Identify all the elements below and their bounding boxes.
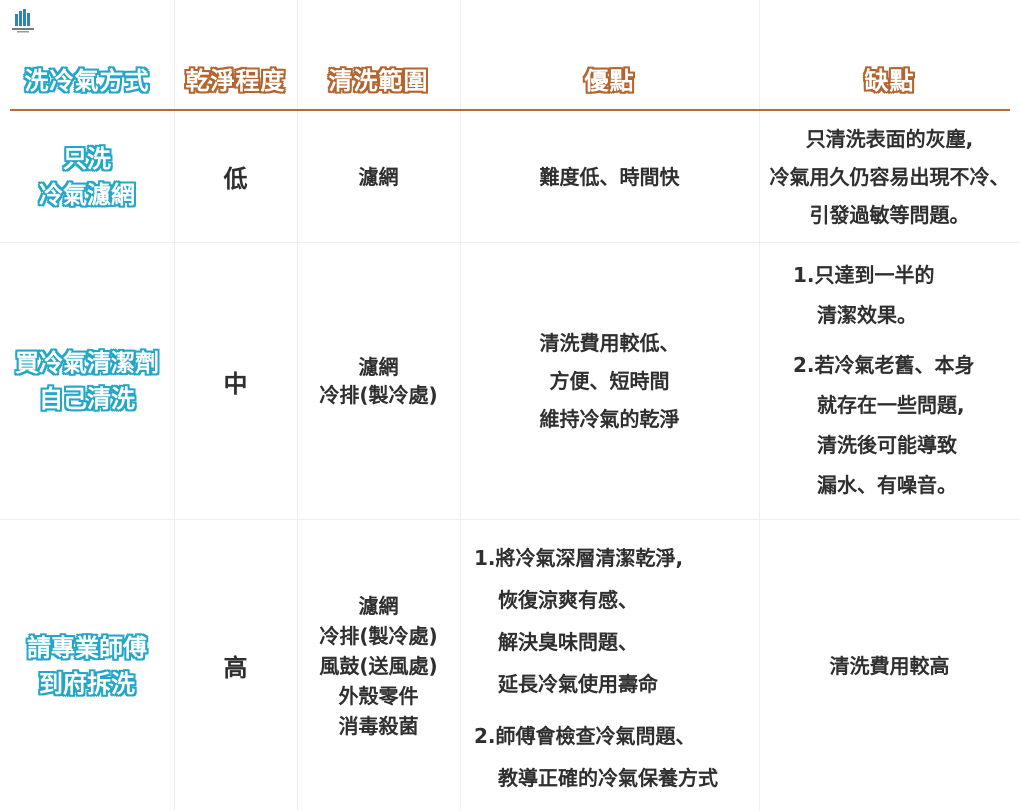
row-divider — [0, 242, 1020, 243]
row-3-pros-item-1: 1.將冷氣深層清潔乾淨, — [474, 546, 684, 570]
row-2-cons-item-1: 1.只達到一半的 — [793, 263, 935, 287]
row-3-pros-item-2: 2.師傅會檢查冷氣問題、 — [474, 724, 696, 748]
column-divider — [759, 0, 760, 811]
row-2-method: 買冷氣清潔劑 自己清洗 — [15, 349, 159, 413]
row-1-cons: 只清洗表面的灰塵, 冷氣用久仍容易出現不冷、 引發過敏等問題。 — [769, 127, 1010, 227]
column-divider — [174, 0, 175, 811]
row-3-level: 高 — [223, 654, 248, 682]
building-logo-icon — [8, 6, 38, 36]
column-divider — [297, 0, 298, 811]
header-rule — [10, 109, 1010, 111]
row-1-pros: 難度低、時間快 — [539, 164, 680, 189]
row-1-scope: 濾網 — [358, 164, 399, 189]
row-divider — [0, 519, 1020, 520]
row-3-pros: 1.將冷氣深層清潔乾淨, 恢復涼爽有感、 解決臭味問題、 延長冷氣使用壽命 2.… — [474, 537, 718, 799]
column-divider — [460, 0, 461, 811]
row-2-scope: 濾網 冷排(製冷處) — [319, 355, 438, 407]
row-1-method: 只洗 冷氣濾網 — [39, 144, 135, 209]
row-3-scope: 濾網 冷排(製冷處) 風鼓(送風處) 外殼零件 消毒殺菌 — [319, 593, 438, 738]
row-2-cons: 1.只達到一半的 清潔效果。 2.若冷氣老舊、本身 就存在一些問題, 清洗後可能… — [793, 255, 975, 505]
row-2-level: 中 — [223, 369, 248, 398]
row-2-pros: 清洗費用較低、 方便、短時間 維持冷氣的乾淨 — [539, 331, 680, 431]
header-cons: 缺點 — [864, 66, 915, 95]
header-pros: 優點 — [584, 66, 635, 95]
row-1-level: 低 — [223, 165, 248, 193]
header-clean-scope: 清洗範圍 — [328, 66, 429, 95]
header-clean-level: 乾淨程度 — [185, 66, 286, 95]
row-3-method: 請專業師傅 到府拆洗 — [27, 633, 147, 698]
header-method: 洗冷氣方式 — [24, 66, 150, 95]
row-3-cons: 清洗費用較高 — [829, 653, 950, 678]
row-2-cons-item-2: 2.若冷氣老舊、本身 — [793, 353, 975, 377]
